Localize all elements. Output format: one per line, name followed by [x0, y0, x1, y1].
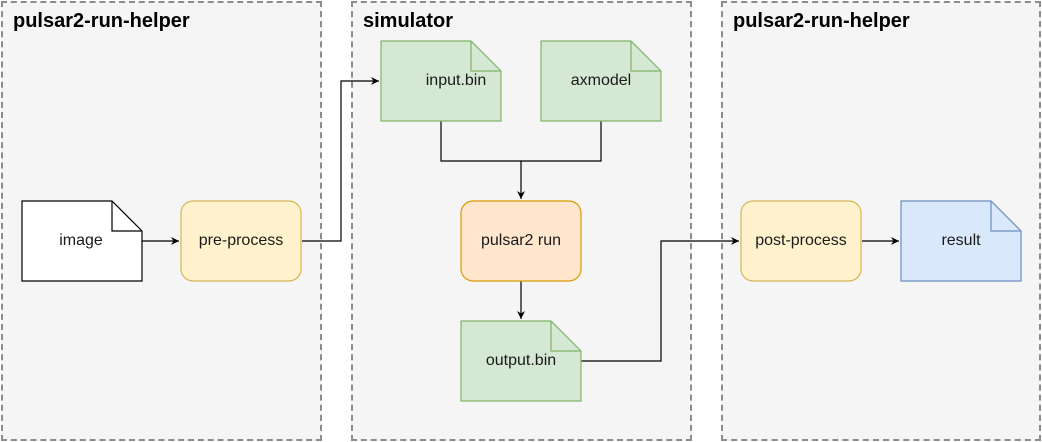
node-pulsar2-run	[460, 200, 582, 282]
node-output-bin	[460, 320, 582, 402]
document-fold	[111, 201, 142, 232]
node-post-process	[740, 200, 862, 282]
document-fold	[470, 41, 501, 72]
edge-output-bin-to-post-process	[581, 237, 739, 362]
process-shape	[740, 200, 862, 282]
node-input-bin	[380, 40, 502, 122]
edge-axmodel-to-pulsar2-run	[521, 121, 602, 162]
process-shape	[180, 200, 302, 282]
node-result	[900, 200, 1022, 282]
document-fold	[550, 321, 581, 352]
document-shape	[460, 320, 582, 402]
process-shape	[460, 200, 582, 282]
edge-input-bin-to-pulsar2-run	[440, 121, 525, 199]
node-image	[21, 200, 143, 282]
document-shape	[380, 40, 502, 122]
document-shape	[900, 200, 1022, 282]
node-axmodel	[540, 40, 662, 122]
group-title: pulsar2-run-helper	[733, 10, 910, 32]
document-fold	[990, 201, 1021, 232]
node-pre-process	[180, 200, 302, 282]
edge-pre-process-to-input-bin	[302, 77, 379, 242]
document-shape	[21, 200, 143, 282]
group-title: simulator	[363, 10, 454, 32]
document-shape	[540, 40, 662, 122]
group-title: pulsar2-run-helper	[13, 10, 190, 32]
document-fold	[630, 41, 661, 72]
